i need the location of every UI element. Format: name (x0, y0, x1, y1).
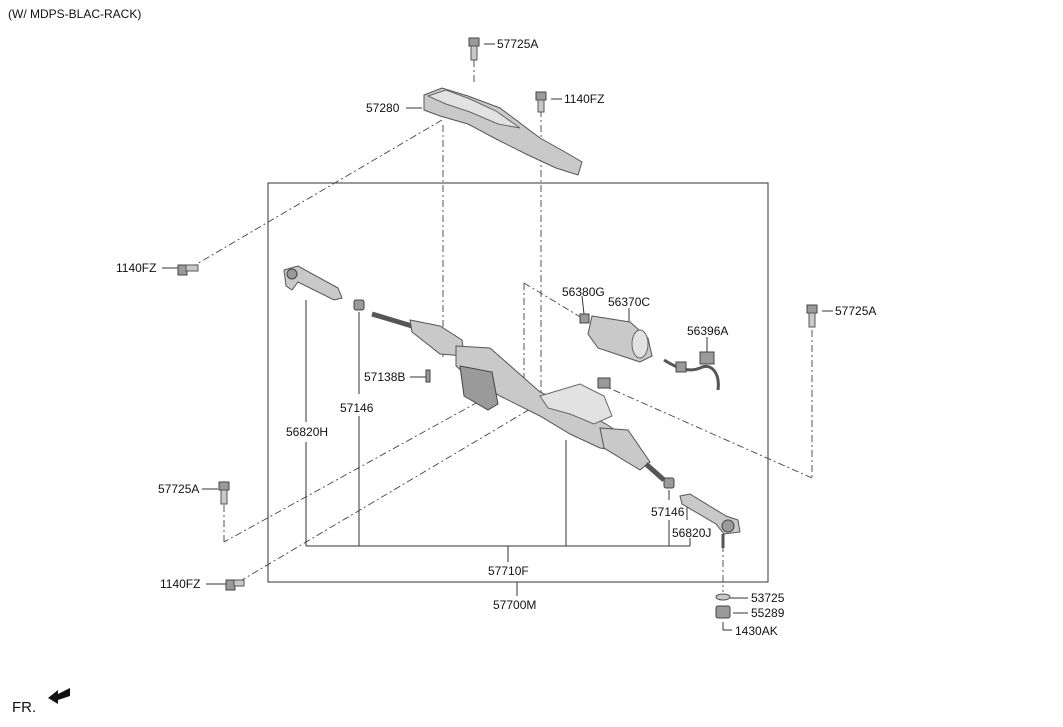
bolt-icon (218, 481, 230, 505)
callout-57280: 57280 (366, 101, 400, 115)
callout-56820H: 56820H (286, 425, 328, 439)
ball-joint-icon (721, 519, 735, 533)
callout-57725A-lower-left: 57725A (158, 482, 199, 496)
bolt-icon (225, 579, 245, 591)
callout-57138B: 57138B (364, 370, 405, 384)
ball-joint-icon (286, 268, 298, 280)
motor-end-cap (631, 329, 649, 359)
bolt-icon (468, 37, 480, 61)
gear-housing-part (539, 383, 613, 425)
rack-cover-top (426, 89, 521, 129)
harness-connector-part (675, 361, 687, 373)
callout-1140FZ-left: 1140FZ (116, 261, 156, 275)
callout-56396A: 56396A (687, 324, 728, 338)
callout-labels: 57725A 1140FZ 57280 1140FZ 56380G 56370C… (116, 37, 876, 638)
callout-57146-left: 57146 (340, 401, 374, 415)
front-direction-label: FR. (12, 699, 36, 716)
callout-1430AK: 1430AK (735, 624, 778, 638)
callout-1140FZ-bottom-left: 1140FZ (160, 577, 200, 591)
castle-nut-part (715, 605, 731, 619)
callout-1140FZ-top: 1140FZ (564, 92, 604, 106)
lock-nut-right-part (663, 477, 675, 489)
tie-rod-end-left-part (283, 265, 343, 301)
clamp-part (597, 377, 611, 389)
bolt-icon (806, 304, 818, 328)
boot-right-part (599, 427, 651, 471)
callout-56820J: 56820J (672, 526, 711, 540)
washer-part (715, 593, 731, 601)
sensor-part (579, 313, 590, 324)
callout-57700M: 57700M (493, 598, 536, 612)
callout-56370C: 56370C (608, 295, 650, 309)
housing-bracket-part (459, 365, 499, 411)
front-arrow-icon (48, 688, 70, 704)
leader-lines (162, 43, 833, 631)
callout-57725A-top: 57725A (497, 37, 538, 51)
callout-57146-right: 57146 (651, 505, 685, 519)
callout-55289: 55289 (751, 606, 785, 620)
vent-part (425, 369, 431, 383)
variant-title: (W/ MDPS-BLAC-RACK) (8, 7, 141, 21)
callout-56380G: 56380G (562, 285, 605, 299)
callout-53725: 53725 (751, 591, 785, 605)
bolt-icon (177, 264, 199, 276)
inner-tie-rod-right-part (644, 462, 666, 482)
bolt-icon (535, 91, 547, 113)
callout-57710F: 57710F (488, 564, 529, 578)
harness-connector-part (699, 351, 715, 365)
lock-nut-left-part (353, 299, 365, 311)
assembly-frame (267, 182, 769, 583)
callout-57725A-right: 57725A (835, 304, 876, 318)
inner-tie-rod-left-part (371, 311, 413, 329)
